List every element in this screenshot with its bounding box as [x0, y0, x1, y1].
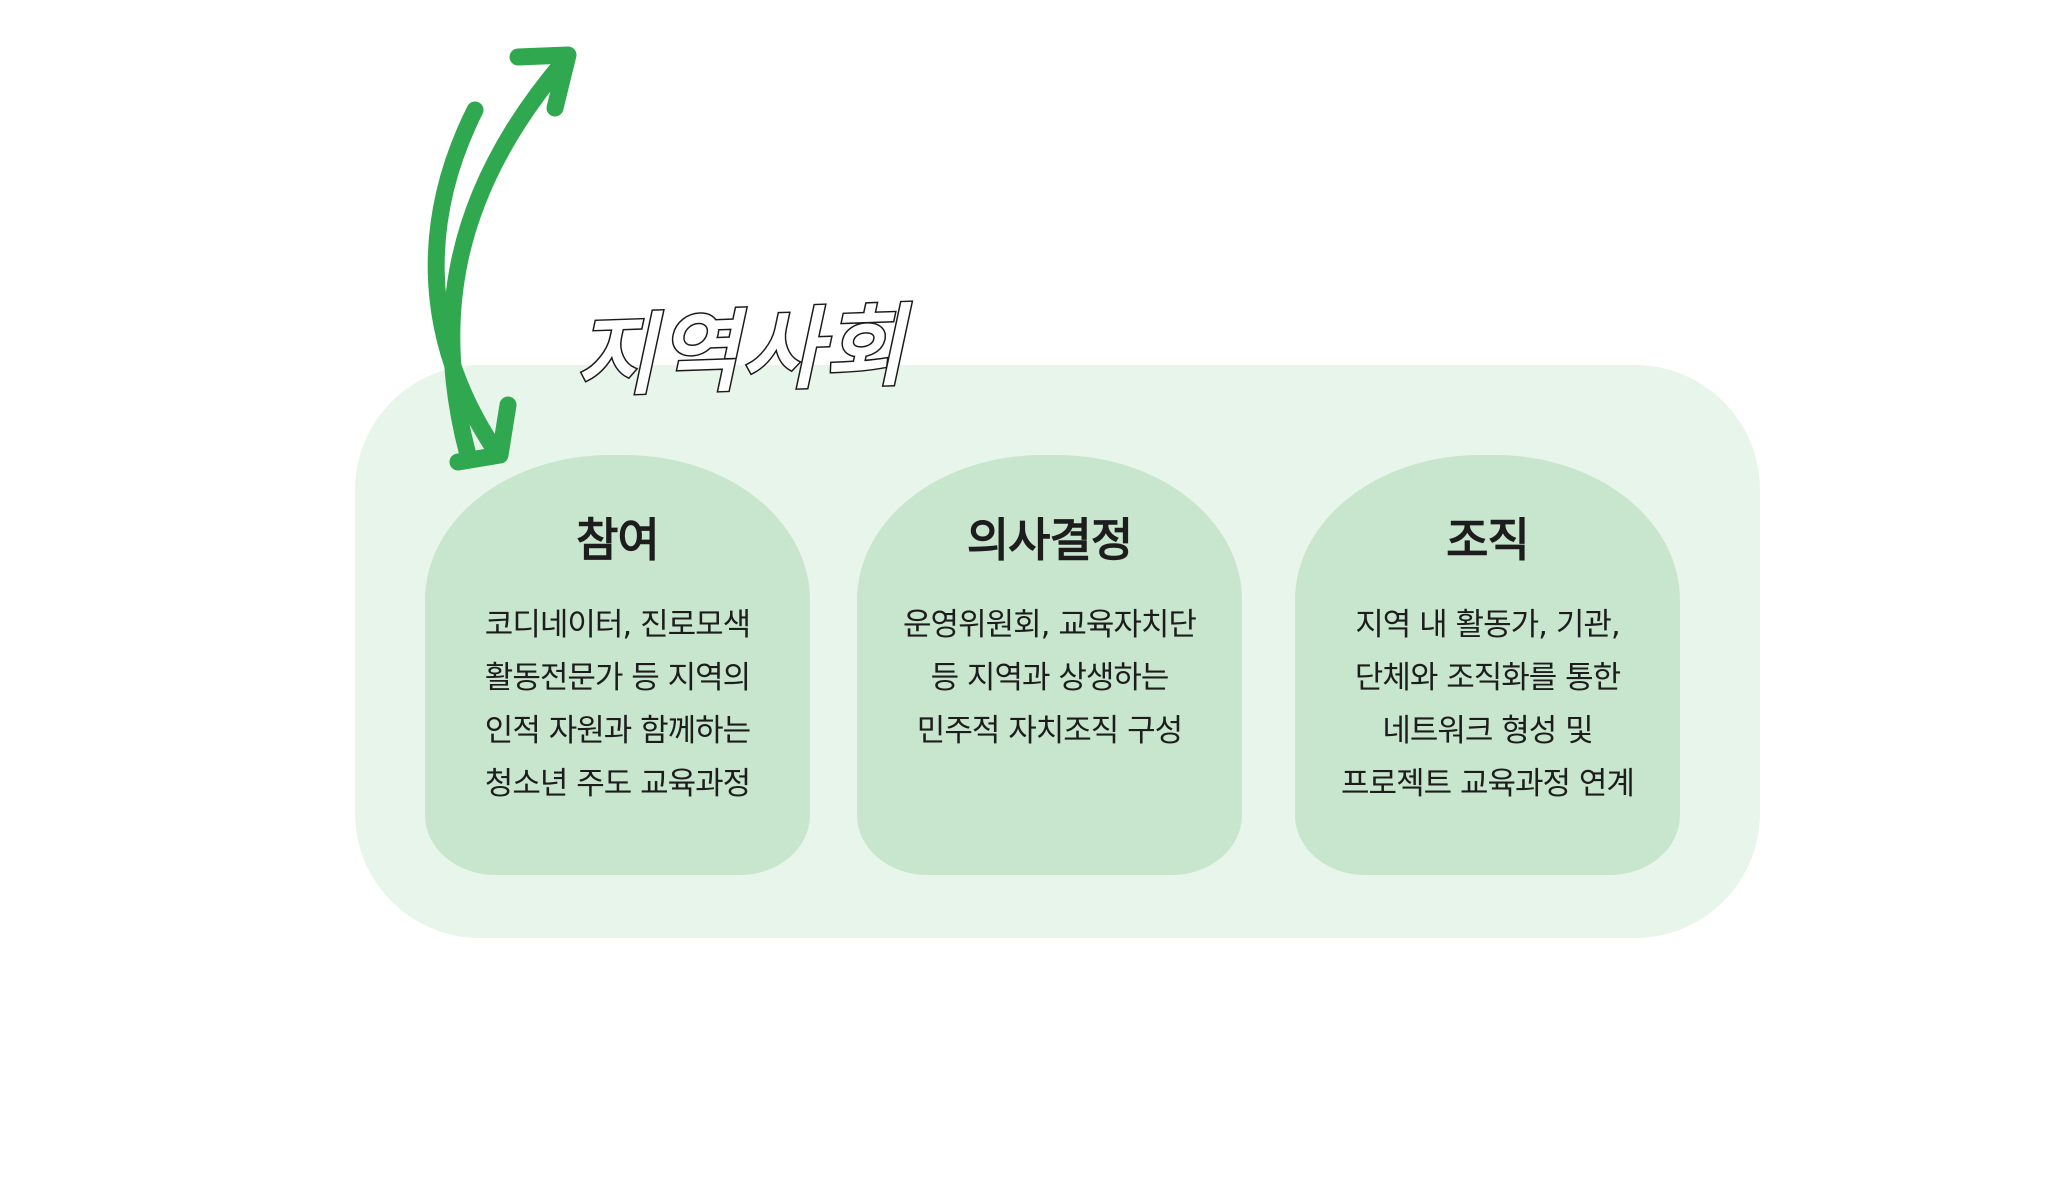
card-line: 활동전문가 등 지역의	[425, 652, 810, 705]
card-line: 코디네이터, 진로모색	[425, 599, 810, 652]
card-line: 민주적 자치조직 구성	[857, 705, 1242, 758]
card-line: 네트워크 형성 및	[1295, 705, 1680, 758]
card-description: 운영위원회, 교육자치단 등 지역과 상생하는 민주적 자치조직 구성	[857, 599, 1242, 758]
card-line: 단체와 조직화를 통한	[1295, 652, 1680, 705]
card-line: 지역 내 활동가, 기관,	[1295, 599, 1680, 652]
card-line: 운영위원회, 교육자치단	[857, 599, 1242, 652]
card-line: 등 지역과 상생하는	[857, 652, 1242, 705]
card-description: 코디네이터, 진로모색 활동전문가 등 지역의 인적 자원과 함께하는 청소년 …	[425, 599, 810, 811]
card-participation: 참여 코디네이터, 진로모색 활동전문가 등 지역의 인적 자원과 함께하는 청…	[425, 455, 810, 875]
card-title: 참여	[425, 517, 810, 563]
card-line: 청소년 주도 교육과정	[425, 758, 810, 811]
card-organization: 조직 지역 내 활동가, 기관, 단체와 조직화를 통한 네트워크 형성 및 프…	[1295, 455, 1680, 875]
card-title: 의사결정	[857, 517, 1242, 563]
card-line: 프로젝트 교육과정 연계	[1295, 758, 1680, 811]
community-title: 지역사회	[574, 302, 909, 402]
card-title: 조직	[1295, 517, 1680, 563]
two-way-arrow-icon	[400, 30, 600, 490]
card-line: 인적 자원과 함께하는	[425, 705, 810, 758]
card-description: 지역 내 활동가, 기관, 단체와 조직화를 통한 네트워크 형성 및 프로젝트…	[1295, 599, 1680, 811]
card-decision-making: 의사결정 운영위원회, 교육자치단 등 지역과 상생하는 민주적 자치조직 구성	[857, 455, 1242, 875]
